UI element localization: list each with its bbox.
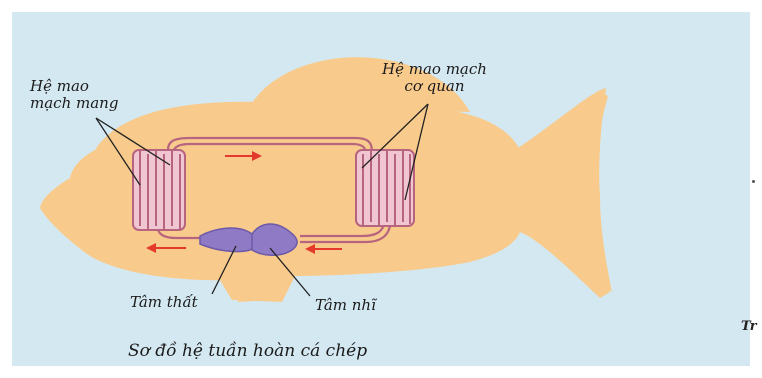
edge-dot (752, 180, 755, 183)
gill-capillaries-label: Hệ mao mạch mang (30, 78, 118, 112)
gill-capillary-network (133, 150, 185, 230)
organ-capillaries-label: Hệ mao mạch cơ quan (382, 61, 487, 95)
atrium-label: Tâm nhĩ (315, 297, 376, 314)
figure-caption: Sơ đồ hệ tuần hoàn cá chép (128, 342, 367, 361)
edge-text-fragment: Tr (741, 320, 757, 335)
organ-label-line-1: Hệ mao mạch (382, 61, 487, 78)
organ-capillary-network (356, 150, 414, 226)
gill-label-line-1: Hệ mao (30, 78, 118, 95)
pelvic-fin (215, 272, 296, 302)
gill-label-line-2: mạch mang (30, 95, 118, 112)
ventricle-label: Tâm thất (130, 294, 198, 311)
organ-label-line-2: cơ quan (382, 78, 487, 95)
